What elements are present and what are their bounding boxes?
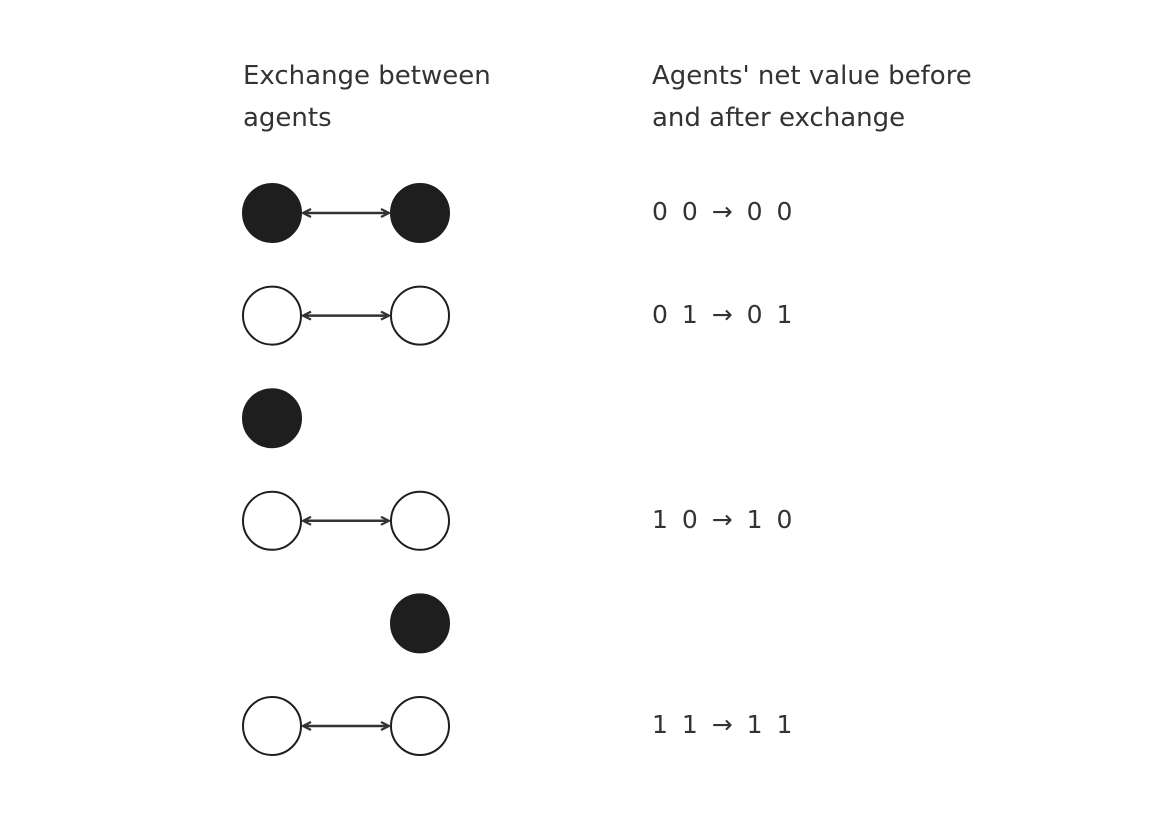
left-agent-empty bbox=[242, 696, 302, 756]
exchange-row bbox=[242, 388, 302, 449]
right-agent-filled bbox=[390, 593, 450, 654]
left-agent-empty bbox=[242, 285, 302, 346]
exchange-header-line1: Exchange between bbox=[243, 61, 491, 91]
exchange-row bbox=[242, 490, 450, 551]
exchange-row bbox=[242, 285, 450, 346]
net-value-label: 1 1 → 1 1 bbox=[652, 710, 796, 739]
exchange-row bbox=[242, 183, 450, 243]
net-value-label: 0 0 → 0 0 bbox=[652, 197, 796, 226]
left-agent-filled bbox=[242, 388, 302, 449]
net-value-label: 1 0 → 1 0 bbox=[652, 504, 796, 534]
left-agent-empty bbox=[242, 490, 302, 551]
right-agent-empty bbox=[390, 490, 450, 551]
right-agent-empty bbox=[390, 696, 450, 756]
net-value-header-line1: Agents' net value before bbox=[652, 61, 972, 91]
net-value-label: 0 1 → 0 1 bbox=[652, 299, 796, 329]
right-agent-filled bbox=[390, 183, 450, 243]
exchange-row bbox=[242, 696, 450, 756]
net-value-header-line2: and after exchange bbox=[652, 103, 906, 133]
left-agent-filled bbox=[242, 183, 302, 243]
exchange-header-line2: agents bbox=[243, 103, 332, 133]
exchange-header: Exchange between agents bbox=[243, 55, 543, 139]
exchange-row bbox=[390, 593, 450, 654]
right-agent-empty bbox=[390, 285, 450, 346]
net-value-header: Agents' net value before and after excha… bbox=[652, 55, 1012, 139]
